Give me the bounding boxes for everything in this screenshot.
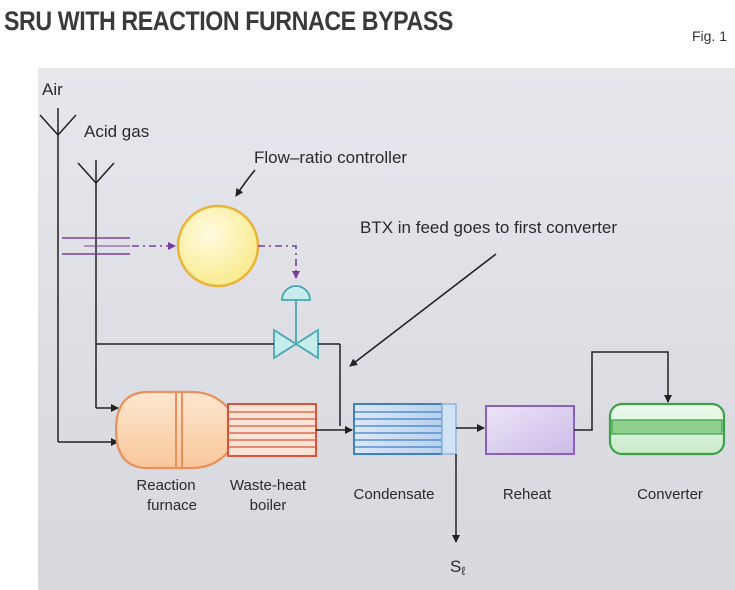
signal-line-to-valve [258, 245, 300, 279]
bypass-line [96, 343, 341, 426]
condensate-label: Condensate [354, 486, 435, 503]
flow-meter-tap [62, 237, 130, 255]
sulfur-subscript: ℓ [461, 564, 465, 578]
sulfur-product-label: Sℓ [450, 557, 465, 578]
converter [608, 402, 726, 456]
reaction-furnace-label-line2: furnace [147, 497, 197, 514]
btx-pointer-arrow [349, 253, 497, 367]
flow-ratio-controller [176, 204, 260, 288]
reheat-label: Reheat [503, 486, 552, 503]
air-label: Air [42, 80, 63, 99]
flow-ratio-controller-label: Flow–ratio controller [254, 148, 407, 167]
waste-heat-boiler [227, 403, 317, 457]
reheater [485, 405, 575, 455]
condenser [353, 403, 457, 455]
reaction-furnace [114, 390, 230, 470]
diagram-panel [38, 68, 735, 590]
figure-title: SRU WITH REACTION FURNACE BYPASS [4, 6, 453, 36]
waste-heat-boiler-label-line2: boiler [250, 497, 287, 514]
figure-number: Fig. 1 [691, 28, 727, 44]
controller-pointer-arrow [235, 169, 256, 197]
air-feed-line [39, 108, 119, 446]
reaction-furnace-label-line1: Reaction [136, 477, 195, 494]
converter-label: Converter [637, 486, 703, 503]
reheat-to-converter-line [574, 351, 672, 431]
waste-heat-boiler-label-line1: Waste-heat [230, 477, 307, 494]
control-valve [273, 285, 319, 360]
acid-gas-label: Acid gas [84, 122, 149, 141]
acid-gas-feed-line [77, 160, 119, 412]
btx-note: BTX in feed goes to first converter [360, 218, 617, 237]
sulfur-symbol: S [450, 557, 461, 576]
